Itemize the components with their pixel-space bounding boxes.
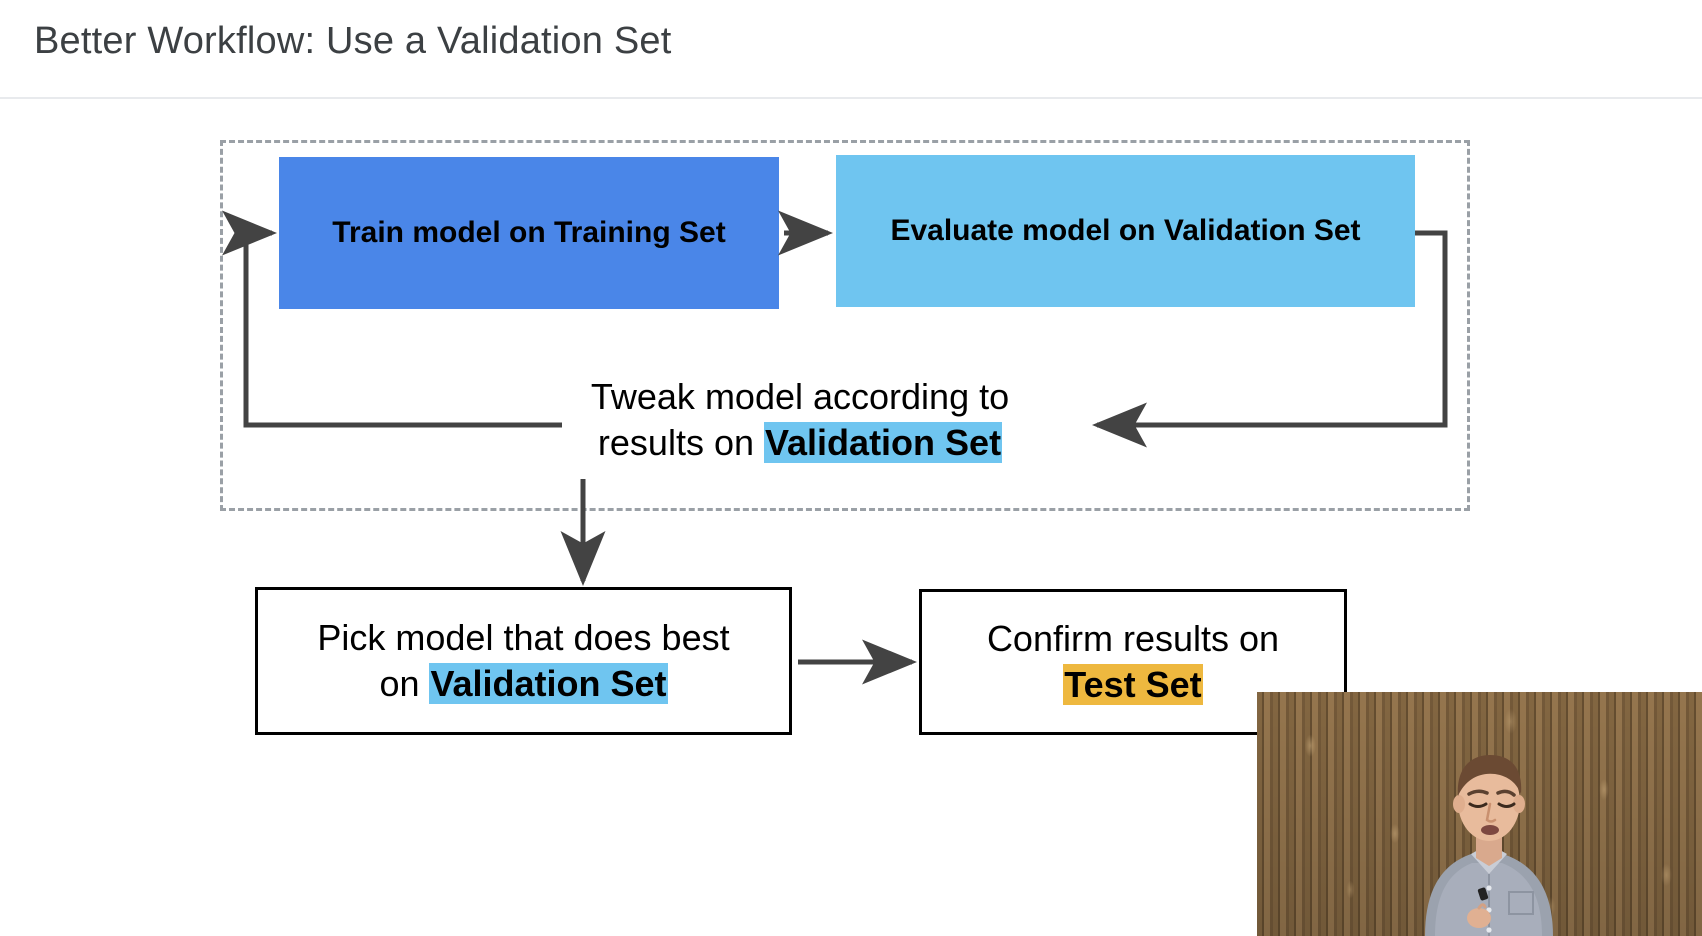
outcome-box-pick-model[interactable]: Pick model that does best on Validation … <box>255 587 792 735</box>
tweak-model-line-2: results on Validation Set <box>540 420 1060 466</box>
outcome-pick-line-2-prefix: on <box>379 663 430 704</box>
diagram-box-evaluate-model-label: Evaluate model on Validation Set <box>890 214 1361 247</box>
outcome-box-confirm-results-text: Confirm results on Test Set <box>987 616 1279 708</box>
header-divider <box>0 97 1702 99</box>
training-validation-loop-container <box>220 140 1470 511</box>
outcome-pick-validation-set-highlight: Validation Set <box>429 663 668 704</box>
tweak-model-validation-set-highlight: Validation Set <box>764 422 1003 464</box>
tweak-model-line-2-prefix: results on <box>597 422 764 464</box>
slide-header: Better Workflow: Use a Validation Set <box>0 0 1702 99</box>
outcome-pick-line-1: Pick model that does best <box>317 616 730 658</box>
diagram-box-train-model-label: Train model on Training Set <box>332 216 726 249</box>
diagram-box-train-model[interactable]: Train model on Training Set <box>279 157 779 309</box>
page-title: Better Workflow: Use a Validation Set <box>34 20 672 62</box>
outcome-confirm-line-1: Confirm results on <box>986 617 1280 659</box>
outcome-pick-line-2: on Validation Set <box>317 661 729 707</box>
diagram-box-evaluate-model[interactable]: Evaluate model on Validation Set <box>836 155 1415 307</box>
tweak-model-caption: Tweak model according to results on Vali… <box>540 374 1060 466</box>
presenter-figure <box>1425 755 1553 936</box>
outcome-confirm-line-2: Test Set <box>987 662 1279 708</box>
outcome-box-pick-model-text: Pick model that does best on Validation … <box>317 615 730 707</box>
outcome-confirm-test-set-highlight: Test Set <box>1063 664 1203 705</box>
presenter-video-overlay[interactable] <box>1257 692 1702 936</box>
tweak-model-line-1: Tweak model according to <box>590 376 1010 417</box>
